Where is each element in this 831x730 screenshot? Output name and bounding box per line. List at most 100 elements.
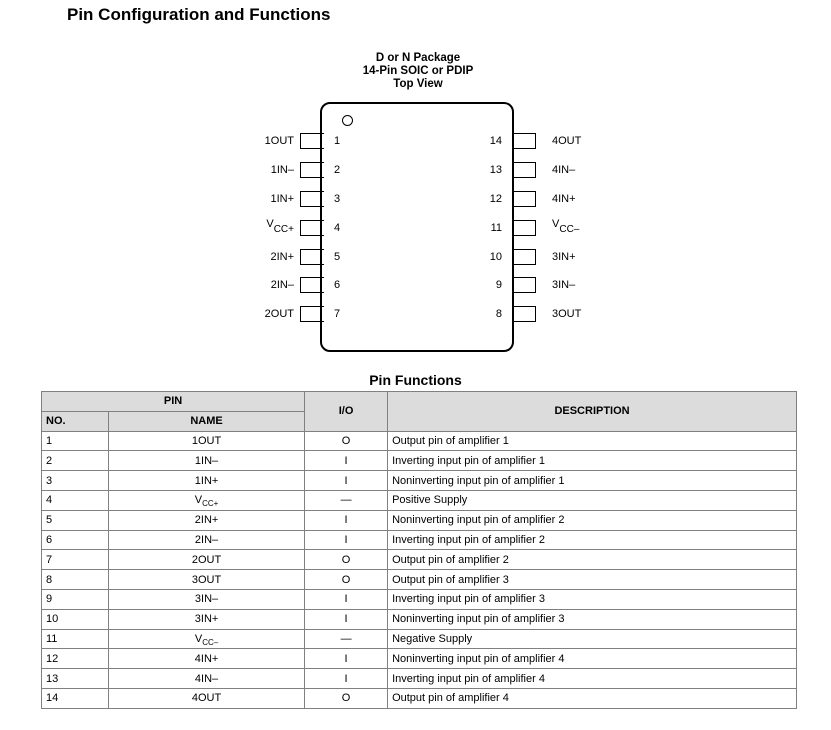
- pin-no-cell: 8: [41, 569, 109, 590]
- right-pin-14: 4OUT: [512, 133, 632, 149]
- pin-signal-name: 4OUT: [552, 133, 581, 149]
- pin-signal-name: 3IN+: [552, 249, 576, 265]
- pin-name-cell: 2IN–: [107, 529, 306, 551]
- pin-signal-text: 2OUT: [264, 308, 294, 320]
- pin-no-cell: 13: [41, 668, 109, 689]
- pin-signal-text: 2IN+: [270, 251, 294, 263]
- ic-package-body: [320, 102, 514, 352]
- pin-signal-text: 1IN–: [270, 164, 294, 176]
- right-pin-13: 4IN–: [512, 162, 632, 178]
- left-pin-4: VCC+: [240, 218, 324, 236]
- pin-number: 6: [334, 279, 341, 291]
- pin-lead: [300, 220, 324, 236]
- pin-number: 11: [490, 222, 502, 234]
- pin-signal-name: 1IN–: [271, 162, 294, 178]
- pin-no-cell: 5: [41, 509, 109, 531]
- pin-name-text: 4OUT: [191, 692, 222, 705]
- pin-lead: [300, 162, 324, 178]
- description-cell: Output pin of amplifier 2: [387, 549, 797, 571]
- description-cell: Noninverting input pin of amplifier 1: [387, 470, 797, 491]
- pin-number: 2: [334, 164, 341, 176]
- pin-no-cell: 3: [41, 470, 109, 491]
- pin-name-cell: VCC–: [107, 628, 306, 650]
- pin-number: 3: [334, 193, 341, 205]
- pin-name-cell: 1IN+: [107, 470, 306, 491]
- pin-name-cell: 4IN+: [107, 648, 306, 670]
- description-cell: Noninverting input pin of amplifier 4: [387, 648, 797, 670]
- pin-name-text: 3OUT: [191, 573, 222, 586]
- pin-lead: [300, 249, 324, 265]
- pin-name-text: V: [194, 632, 203, 645]
- pin-signal-text: 4OUT: [552, 135, 582, 147]
- pin-name-text: 2IN+: [194, 514, 219, 527]
- right-pin-9: 3IN–: [512, 277, 632, 293]
- pin-no-cell: 12: [41, 648, 109, 670]
- pin-no-cell: 14: [41, 687, 109, 709]
- io-cell: O: [304, 430, 389, 452]
- left-pin-1: 1OUT: [240, 133, 324, 149]
- left-pin-5: 2IN+: [240, 249, 324, 265]
- right-pin-12: 4IN+: [512, 191, 632, 207]
- left-pin-6: 2IN–: [240, 277, 324, 293]
- pin-lead: [512, 220, 536, 236]
- io-cell: I: [304, 608, 389, 630]
- package-name: D or N Package: [375, 52, 461, 64]
- pin-lead: [512, 191, 536, 207]
- pin-lead: [300, 306, 324, 322]
- name-header: NAME: [107, 410, 306, 432]
- package-view: Top View: [393, 78, 443, 90]
- io-cell: I: [304, 668, 389, 689]
- io-cell: I: [304, 648, 389, 670]
- pin-signal-name: 1IN+: [270, 191, 294, 207]
- right-pin-8: 3OUT: [512, 306, 632, 322]
- description-cell: Inverting input pin of amplifier 4: [387, 668, 797, 689]
- pin-name-cell: 4OUT: [107, 687, 306, 709]
- io-cell: I: [304, 529, 389, 551]
- io-cell: I: [304, 470, 389, 491]
- pin-signal-text: V: [552, 218, 560, 230]
- pin-number: 14: [489, 135, 502, 147]
- pin-signal-subscript: CC+: [273, 224, 294, 235]
- io-cell: O: [304, 549, 389, 571]
- pin-lead: [300, 277, 324, 293]
- pin-signal-text: 3IN–: [552, 279, 576, 291]
- left-pin-3: 1IN+: [240, 191, 324, 207]
- pin1-indicator-icon: [342, 115, 353, 126]
- pin-name-cell: 3IN–: [107, 588, 306, 610]
- pin-number: 12: [489, 193, 502, 205]
- no-header: NO.: [41, 410, 109, 432]
- pin-signal-name: 4IN–: [552, 162, 575, 178]
- description-cell: Inverting input pin of amplifier 1: [387, 450, 797, 472]
- pin-name-text: 2OUT: [191, 553, 222, 566]
- pin-no-cell: 6: [41, 529, 109, 551]
- pin-name-subscript: CC–: [202, 637, 219, 647]
- io-cell: I: [304, 450, 389, 472]
- pin-signal-subscript: CC–: [559, 224, 580, 235]
- pin-no-cell: 9: [41, 588, 109, 610]
- pin-signal-text: 4IN–: [552, 164, 576, 176]
- pin-number: 7: [334, 308, 341, 320]
- pin-name-cell: 1OUT: [107, 430, 306, 452]
- pin-name-text: 4IN+: [194, 652, 219, 665]
- pin-name-text: 3IN–: [194, 593, 219, 606]
- pin-signal-name: 3IN–: [552, 277, 575, 293]
- right-pin-10: 3IN+: [512, 249, 632, 265]
- pin-signal-name: 1OUT: [265, 133, 294, 149]
- pin-signal-name: VCC–: [552, 216, 580, 235]
- description-cell: Output pin of amplifier 3: [387, 569, 797, 590]
- pin-signal-name: 2IN–: [271, 277, 294, 293]
- pin-signal-text: 3IN+: [552, 251, 576, 263]
- pin-name-cell: 4IN–: [107, 668, 306, 689]
- pin-name-text: 1IN–: [194, 454, 219, 467]
- pin-signal-text: V: [266, 218, 274, 230]
